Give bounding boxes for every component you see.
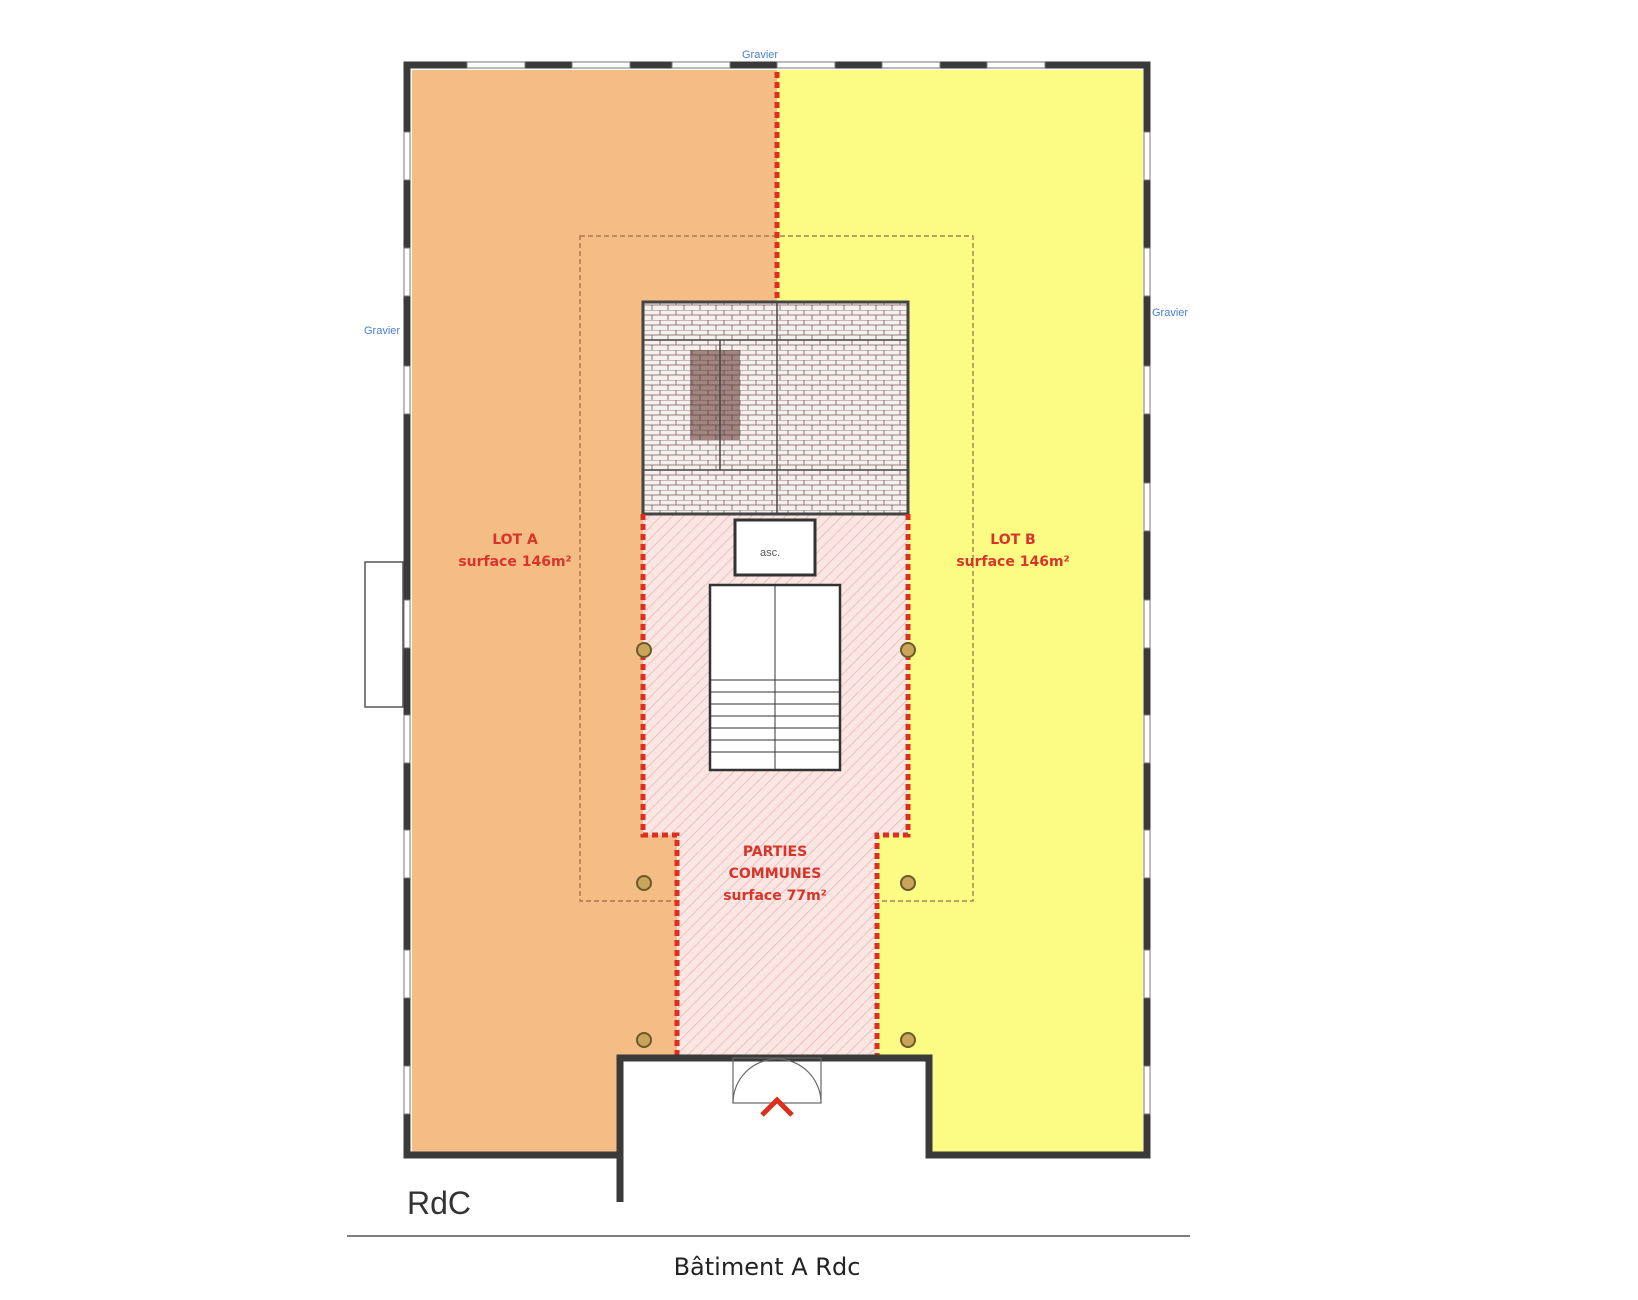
lot-boundaries: [640, 72, 911, 1058]
elevator-label: asc.: [760, 547, 780, 559]
lot-b-name: LOT B: [990, 532, 1035, 548]
common-surface: surface 77m²: [723, 888, 827, 904]
core-partitions: [643, 302, 908, 514]
floor-label: RdC: [407, 1185, 471, 1221]
stair-steps: [710, 585, 840, 770]
entrance-arrow-icon: [760, 1096, 794, 1117]
common-line1: PARTIES: [743, 844, 807, 860]
caption: Bâtiment A Rdc: [674, 1253, 861, 1281]
windows: [403, 61, 1151, 1115]
elevator: [733, 518, 817, 577]
gravier-right: Gravier: [1152, 307, 1188, 319]
lot-a-name: LOT A: [492, 532, 538, 548]
gravier-top: Gravier: [742, 49, 778, 61]
gravier-left: Gravier: [364, 325, 400, 337]
columns: [636, 642, 916, 1048]
annex: [364, 561, 404, 708]
lot-a-surface: surface 146m²: [458, 554, 571, 570]
stair-block: [690, 350, 740, 440]
exterior-walls: [403, 61, 1151, 1202]
common-line2: COMMUNES: [729, 866, 822, 882]
service-core: [641, 300, 910, 516]
lot-b-surface: surface 146m²: [956, 554, 1069, 570]
entrance-notch: [620, 1058, 929, 1158]
